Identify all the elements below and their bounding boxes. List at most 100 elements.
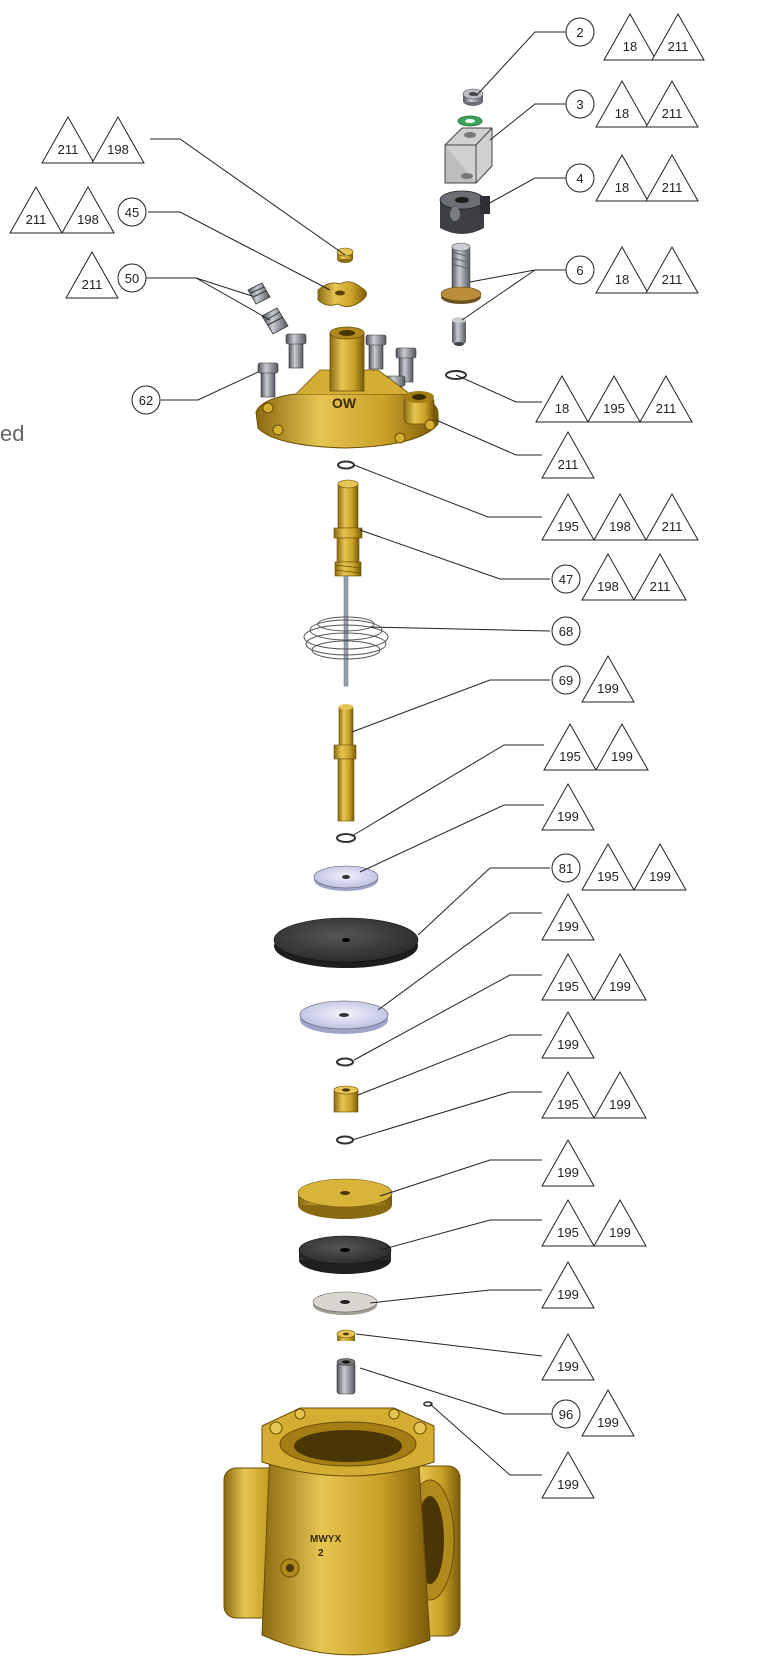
reference-triangle — [541, 430, 595, 479]
fitting-bottom — [261, 307, 289, 335]
reference-triangle — [541, 892, 595, 941]
reference-number: 195 — [559, 749, 581, 764]
reference-triangle — [603, 12, 657, 61]
item-number: 62 — [139, 393, 153, 408]
guide-sleeve — [333, 704, 357, 822]
reference-number: 199 — [557, 809, 579, 824]
reference-triangle — [595, 722, 649, 771]
bushing — [336, 1358, 356, 1395]
reference-number: 195 — [597, 869, 619, 884]
item-number: 2 — [576, 25, 583, 40]
reference-triangle — [581, 842, 635, 891]
item-number-balloon — [551, 1399, 581, 1429]
reference-triangle — [593, 1070, 647, 1119]
reference-number: 198 — [597, 579, 619, 594]
diaphragm — [273, 917, 419, 968]
solenoid-coil — [439, 190, 490, 234]
callout-c-3: 3 18 211 — [565, 79, 699, 128]
o-ring-stem-top — [337, 460, 355, 470]
reference-number: 18 — [615, 180, 629, 195]
item-number-balloon — [117, 263, 147, 293]
callout-c-f: 199 — [541, 782, 595, 831]
reference-triangle — [541, 1332, 595, 1381]
leader-lines — [146, 31, 568, 1476]
reference-triangle — [645, 79, 699, 128]
item-number: 6 — [576, 263, 583, 278]
reference-triangle — [65, 250, 119, 299]
reference-number: 211 — [662, 519, 683, 534]
item-number-balloon — [131, 385, 161, 415]
reference-number: 198 — [77, 212, 99, 227]
reference-number: 195 — [557, 1225, 579, 1240]
callout-c-62: 62 — [131, 385, 161, 415]
item-number: 50 — [125, 271, 139, 286]
item-number: 47 — [559, 572, 573, 587]
cropped-side-text: ed — [0, 421, 25, 446]
grey-washer — [312, 1291, 378, 1315]
reference-triangle — [541, 952, 595, 1001]
o-ring-sleeve — [336, 833, 356, 843]
reference-number: 199 — [557, 1037, 579, 1052]
valve-body: MWYX 2 — [223, 1407, 461, 1656]
item-number-balloon — [565, 163, 595, 193]
reference-number: 18 — [615, 106, 629, 121]
item-number-balloon — [565, 89, 595, 119]
small-brass-nut — [336, 1329, 356, 1341]
reference-triangle — [541, 1450, 595, 1499]
item-number: 96 — [559, 1407, 573, 1422]
item-number-balloon — [551, 564, 581, 594]
reference-number: 199 — [609, 979, 631, 994]
reference-number: 211 — [656, 401, 677, 416]
valve-bonnet: OW — [255, 326, 439, 449]
parts-group: OW — [223, 88, 493, 1656]
reference-number: 199 — [557, 1359, 579, 1374]
reference-number: 18 — [555, 401, 569, 416]
reference-number: 199 — [557, 919, 579, 934]
item-number: 4 — [576, 171, 583, 186]
reference-number: 199 — [557, 1165, 579, 1180]
o-ring-small — [423, 1401, 433, 1407]
reference-number: 211 — [662, 272, 683, 287]
item-number: 45 — [125, 205, 139, 220]
reference-triangle — [535, 374, 589, 423]
reference-triangle — [645, 492, 699, 541]
callout-c-b: 18 195 211 — [535, 374, 693, 423]
support-disc-bottom — [299, 1000, 389, 1034]
reference-triangle — [593, 492, 647, 541]
reference-number: 211 — [558, 457, 579, 472]
item-number-balloon — [551, 665, 581, 695]
support-disc-top — [313, 865, 379, 891]
item-number-balloon — [565, 17, 595, 47]
reference-triangle — [581, 552, 635, 601]
reference-triangle — [651, 12, 705, 61]
callout-c-m: 199 — [541, 1260, 595, 1309]
reference-triangle — [9, 185, 63, 234]
item-number: 3 — [576, 97, 583, 112]
reference-number: 195 — [603, 401, 625, 416]
reference-number: 198 — [609, 519, 631, 534]
reference-triangle — [645, 245, 699, 294]
reference-number: 211 — [662, 106, 683, 121]
callout-c-k: 199 — [541, 1138, 595, 1187]
reference-number: 199 — [609, 1097, 631, 1112]
reference-triangle — [587, 374, 641, 423]
reference-triangle — [595, 153, 649, 202]
reference-number: 198 — [107, 142, 129, 157]
reference-number: 18 — [615, 272, 629, 287]
reference-number: 199 — [597, 1415, 619, 1430]
reference-triangle — [593, 1198, 647, 1247]
manual-knob — [317, 281, 367, 307]
callout-c-68: 68 — [551, 616, 581, 646]
body-marking-line2: 2 — [318, 1548, 324, 1559]
item-number: 68 — [559, 624, 573, 639]
bonnet-logo: OW — [332, 395, 357, 411]
o-ring-disc — [336, 1057, 354, 1067]
reference-number: 199 — [597, 681, 619, 696]
